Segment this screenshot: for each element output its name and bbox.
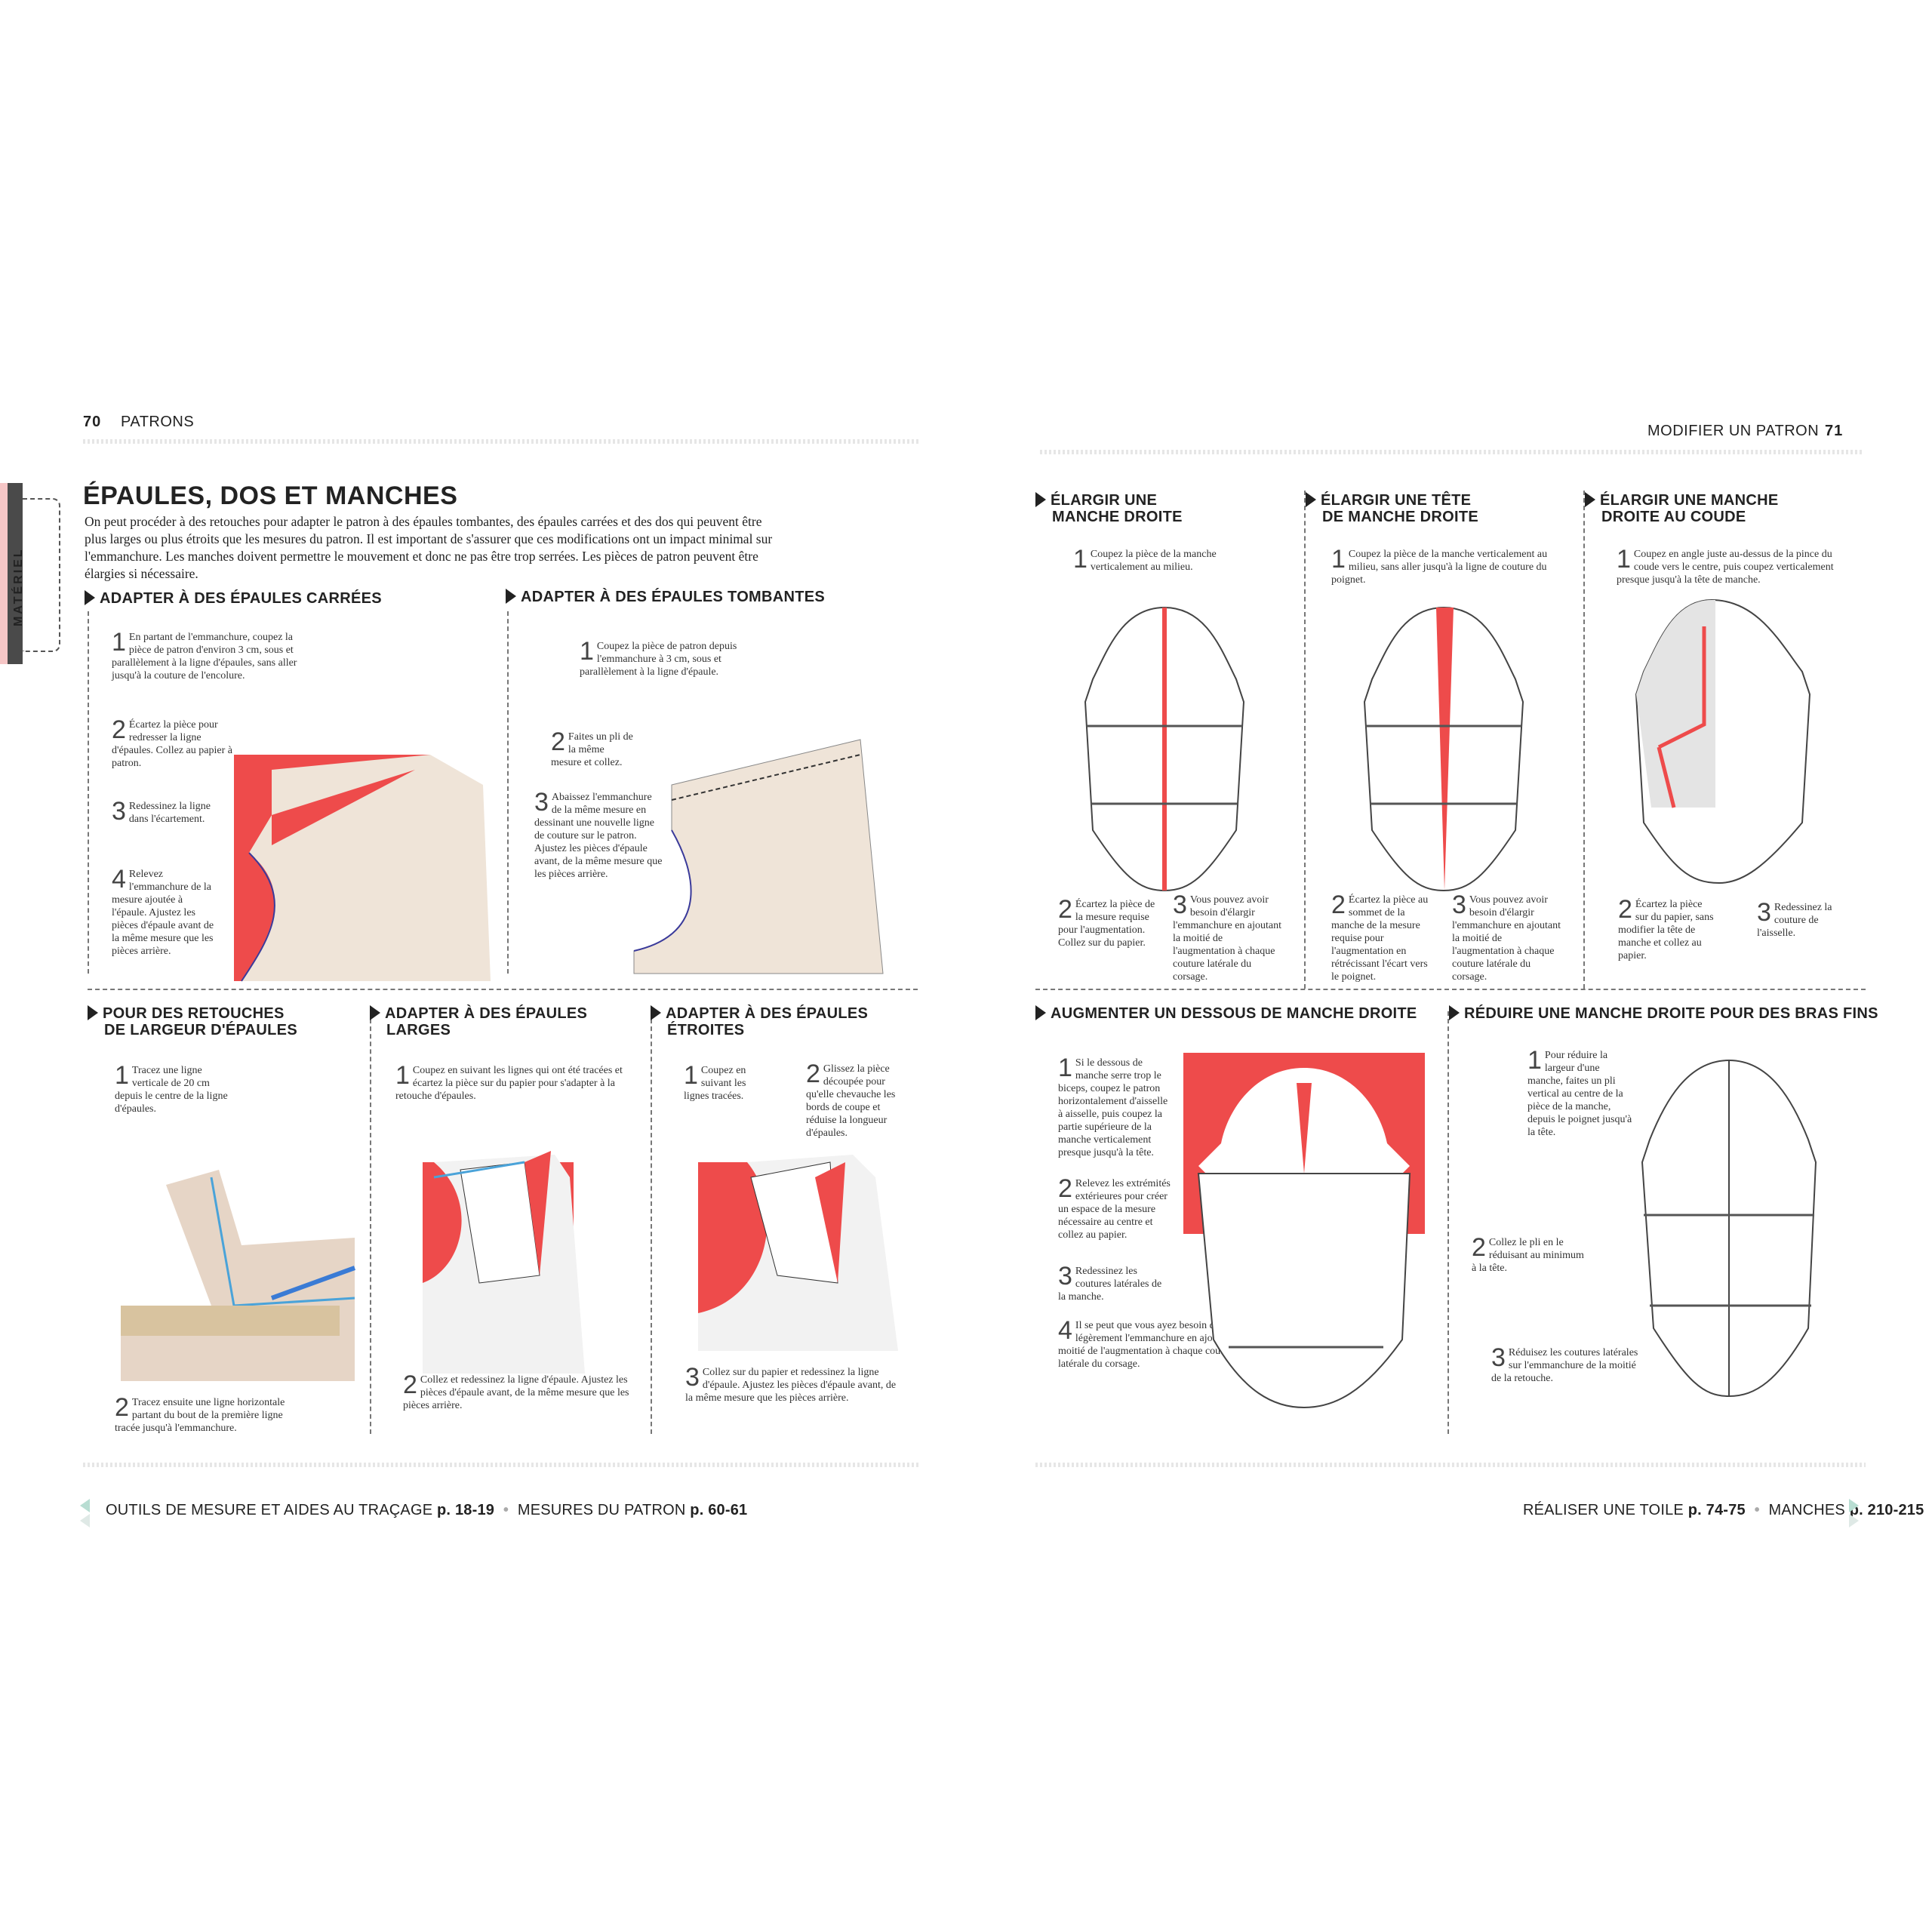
sleeve-diagram-reduire (1641, 1059, 1817, 1398)
intro-text: On peut procéder à des retouches pour ad… (85, 514, 773, 581)
section-title-dessous: AUGMENTER UN DESSOUS DE MANCHE DROITE (1035, 1005, 1417, 1022)
section-title-elargir: ÉLARGIR UNE MANCHE DROITE (1035, 492, 1183, 525)
cross-reference-footer: OUTILS DE MESURE ET AIDES AU TRAÇAGE p. … (106, 1502, 748, 1518)
photo-pattern-ruler (121, 1155, 356, 1381)
header-rule (1040, 450, 1863, 454)
arrow-icon (1449, 1005, 1460, 1020)
arrow-icon (1035, 1005, 1046, 1020)
arrow-icon (88, 1005, 98, 1020)
section-title-carrees: ADAPTER À DES ÉPAULES CARRÉES (85, 590, 382, 607)
ref-link-toile[interactable]: RÉALISER UNE TOILE (1523, 1502, 1684, 1518)
left-page: MATÉRIEL 70 PATRONS ÉPAULES, DOS ET MANC… (0, 392, 1023, 1540)
sleeve-diagram-coude (1635, 598, 1811, 884)
divider (1583, 491, 1585, 989)
divider (507, 611, 509, 974)
footer-rule (1035, 1463, 1866, 1467)
running-head: PATRONS (121, 414, 195, 430)
arrow-icon (1035, 492, 1046, 507)
section-title-etroites: ADAPTER À DES ÉPAULES ÉTROITES (651, 1005, 868, 1038)
ref-link-mesures[interactable]: MESURES DU PATRON (517, 1502, 686, 1518)
running-head: MODIFIER UN PATRON (1647, 423, 1820, 439)
side-tab: MATÉRIEL (0, 483, 60, 664)
arrow-icon (1306, 492, 1316, 507)
arrow-icon (370, 1005, 380, 1020)
right-page: MODIFIER UN PATRON 71 ÉLARGIR UNE MANCHE… (1025, 392, 1932, 1540)
divider (88, 989, 918, 990)
divider (1304, 491, 1306, 989)
page-number: 70 (83, 414, 102, 430)
pattern-illustration-etroites (698, 1155, 898, 1351)
next-arrow-icon (1849, 1499, 1859, 1512)
section-title-larges: ADAPTER À DES ÉPAULES LARGES (370, 1005, 587, 1038)
arrow-icon (85, 590, 95, 605)
sleeve-diagram-dessous (1183, 1053, 1425, 1409)
page-title: ÉPAULES, DOS ET MANCHES (83, 481, 458, 510)
arrow-icon (1585, 492, 1595, 507)
side-tab-label: MATÉRIEL (12, 547, 25, 626)
divider (651, 1011, 652, 1434)
divider (370, 1011, 371, 1434)
ref-link-outils[interactable]: OUTILS DE MESURE ET AIDES AU TRAÇAGE (106, 1502, 433, 1518)
pattern-illustration-carrees (234, 755, 491, 982)
section-title-reduire: RÉDUIRE UNE MANCHE DROITE POUR DES BRAS … (1449, 1005, 1878, 1022)
sleeve-diagram-tete (1363, 606, 1524, 892)
pattern-illustration-larges (423, 1151, 585, 1374)
section-title-tete: ÉLARGIR UNE TÊTE DE MANCHE DROITE (1306, 492, 1478, 525)
pattern-illustration-tombantes (633, 739, 884, 974)
section-title-coude: ÉLARGIR UNE MANCHE DROITE AU COUDE (1585, 492, 1779, 525)
prev-arrow-icon (80, 1499, 90, 1512)
arrow-icon (651, 1005, 661, 1020)
next-arrow-icon (1849, 1514, 1859, 1527)
ref-link-manches[interactable]: MANCHES (1768, 1502, 1845, 1518)
cross-reference-footer: RÉALISER UNE TOILE p. 74-75 • MANCHES p.… (1523, 1502, 1924, 1518)
section-title-tombantes: ADAPTER À DES ÉPAULES TOMBANTES (506, 589, 825, 605)
footer-rule (83, 1463, 921, 1467)
divider (88, 611, 89, 974)
arrow-icon (506, 589, 516, 604)
divider (1447, 1011, 1449, 1434)
section-title-retouches: POUR DES RETOUCHES DE LARGEUR D'ÉPAULES (88, 1005, 297, 1038)
header-rule (83, 439, 921, 444)
prev-arrow-icon (80, 1514, 90, 1527)
divider (1035, 989, 1866, 990)
sleeve-diagram-elargir (1084, 606, 1245, 892)
page-number: 71 (1825, 423, 1844, 439)
